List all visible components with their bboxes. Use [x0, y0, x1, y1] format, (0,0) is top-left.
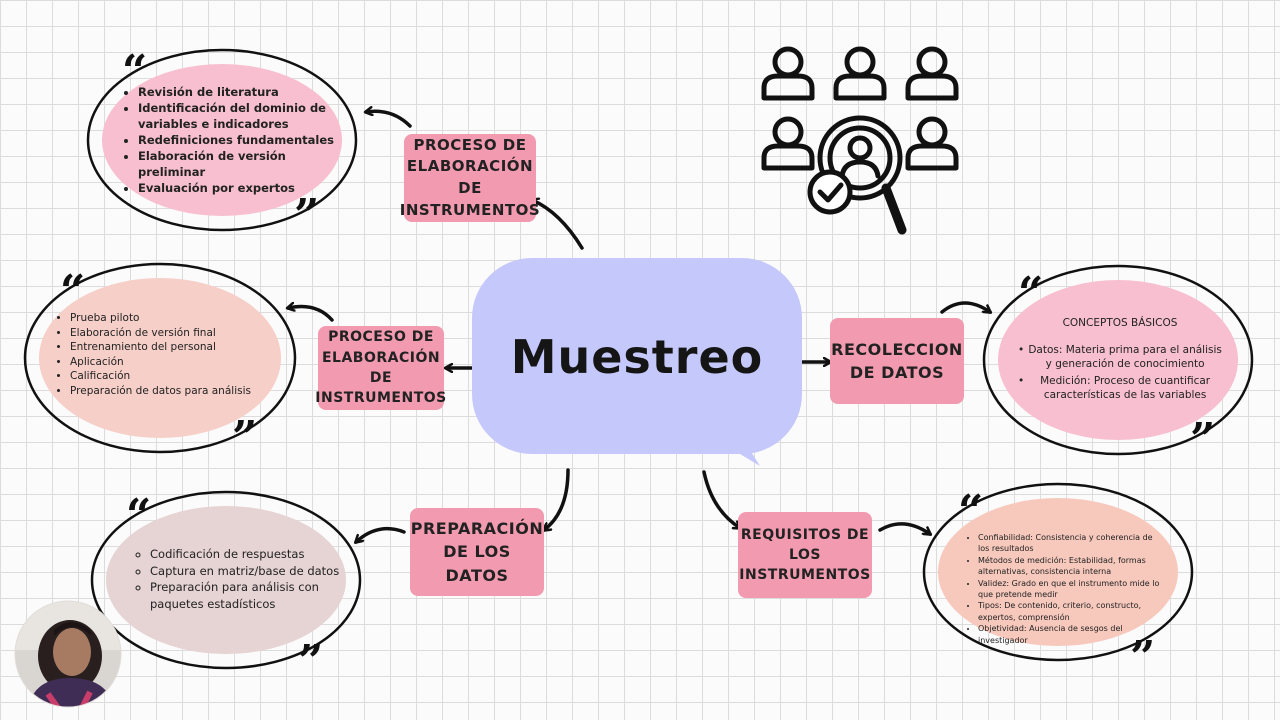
note-bottom-left-ring [90, 490, 362, 670]
person-icon [905, 116, 959, 171]
node-top-process-label: PROCESO DE ELABORACIÓN DE INSTRUMENTOS [399, 135, 541, 219]
note-bottom-right: Confiabilidad: Consistencia y coherencia… [964, 532, 1162, 646]
node-preparacion: PREPARACIÓN DE LOS DATOS [410, 508, 544, 596]
note-top-item: Revisión de literatura [138, 84, 352, 100]
note-left-fill [39, 278, 281, 438]
node-top-process: PROCESO DE ELABORACIÓN DE INSTRUMENTOS [400, 134, 540, 222]
node-requisitos: REQUISITOS DE LOS INSTRUMENTOS [738, 512, 872, 598]
quote-open-top: “ [122, 46, 148, 97]
person-icon [761, 46, 815, 101]
note-top-fill [102, 64, 342, 216]
note-right-item: •Datos: Materia prima para el análisis y… [1018, 343, 1222, 371]
node-recoleccion-label: RECOLECCION DE DATOS [831, 339, 963, 382]
note-left-item: Entrenamiento del personal [70, 340, 270, 355]
note-bottom-right-item: Validez: Grado en que el instrumento mid… [978, 578, 1162, 601]
person-icon [833, 46, 887, 101]
presenter-video [14, 600, 122, 708]
note-right-heading: CONCEPTOS BÁSICOS [1062, 317, 1178, 329]
arrow-req-to-note [878, 522, 930, 534]
note-right: CONCEPTOS BÁSICOS •Datos: Materia prima … [1018, 316, 1222, 403]
people-search-icon [761, 46, 959, 235]
note-left-item: Calificación [70, 369, 270, 384]
person-icon [905, 46, 959, 101]
node-preparacion-label: PREPARACIÓN DE LOS DATOS [410, 519, 544, 585]
note-bottom-left-fill [106, 506, 346, 654]
quote-close-bottom-right: ” [1130, 632, 1156, 683]
note-top-item: Evaluación por expertos [138, 180, 352, 196]
quote-open-bottom-right: “ [958, 486, 984, 537]
note-bottom-right-item: Objetividad: Ausencia de sesgos del inve… [978, 623, 1162, 646]
arrow-hub-to-req [702, 470, 740, 528]
note-bottom-left-item: Captura en matriz/base de datos [150, 563, 342, 580]
note-right-item: •Medición: Proceso de cuantificar caract… [1018, 374, 1211, 402]
note-bottom-right-item: Confiabilidad: Consistencia y coherencia… [978, 532, 1162, 555]
note-top-ring [86, 48, 358, 232]
note-bottom-right-item: Métodos de medición: Estabilidad, formas… [978, 555, 1162, 578]
quote-open-bottom-left: “ [126, 490, 152, 541]
magnifier-icon [817, 115, 907, 235]
note-left-item: Elaboración de versión final [70, 326, 270, 341]
note-left: Prueba piloto Elaboración de versión fin… [52, 311, 270, 399]
note-top-item: Redefiniciones fundamentales [138, 132, 352, 148]
arrow-right-to-note [940, 301, 990, 312]
hub-bubble [472, 258, 802, 454]
quote-close-right: ” [1190, 414, 1216, 465]
note-bottom-right-ring [922, 482, 1194, 662]
node-left-process-label: PROCESO DE ELABORACIÓN DE INSTRUMENTOS [315, 329, 447, 407]
note-bottom-right-item: Tipos: De contenido, criterio, construct… [978, 600, 1162, 623]
note-top-item: Elaboración de versión preliminar [138, 148, 352, 180]
note-bottom-left: Codificación de respuestas Captura en ma… [132, 546, 342, 612]
check-badge-icon [807, 169, 853, 215]
note-bottom-right-fill [938, 498, 1178, 646]
arrow-prep-to-note [356, 526, 406, 542]
node-left-process: PROCESO DE ELABORACIÓN DE INSTRUMENTOS [315, 326, 447, 410]
note-bottom-left-item: Preparación para análisis con paquetes e… [150, 579, 342, 612]
quote-close-top: ” [294, 190, 320, 241]
note-bottom-left-item: Codificación de respuestas [150, 546, 342, 563]
note-left-item: Prueba piloto [70, 311, 270, 326]
quote-open-left: “ [60, 266, 86, 317]
node-recoleccion: RECOLECCION DE DATOS [830, 318, 964, 404]
quote-close-bottom-left: ” [298, 636, 324, 687]
note-left-ring [23, 262, 297, 454]
node-requisitos-label: REQUISITOS DE LOS INSTRUMENTOS [739, 526, 871, 584]
quote-close-left: ” [232, 412, 258, 463]
note-top: Revisión de literatura Identificación de… [120, 84, 352, 196]
quote-open-right: “ [1018, 268, 1044, 319]
note-right-ring [982, 264, 1254, 456]
person-icon [761, 116, 815, 171]
note-left-item: Preparación de datos para análisis [70, 384, 270, 399]
note-left-item: Aplicación [70, 355, 270, 370]
note-top-item: Identificación del dominio de variables … [138, 100, 352, 132]
arrow-hub-to-top [532, 200, 584, 250]
hub-title: Muestreo [510, 330, 764, 384]
note-right-fill [998, 280, 1238, 440]
arrow-left-to-note [288, 307, 334, 322]
arrow-top-to-note [366, 111, 412, 128]
arrow-hub-to-prep [544, 468, 570, 530]
